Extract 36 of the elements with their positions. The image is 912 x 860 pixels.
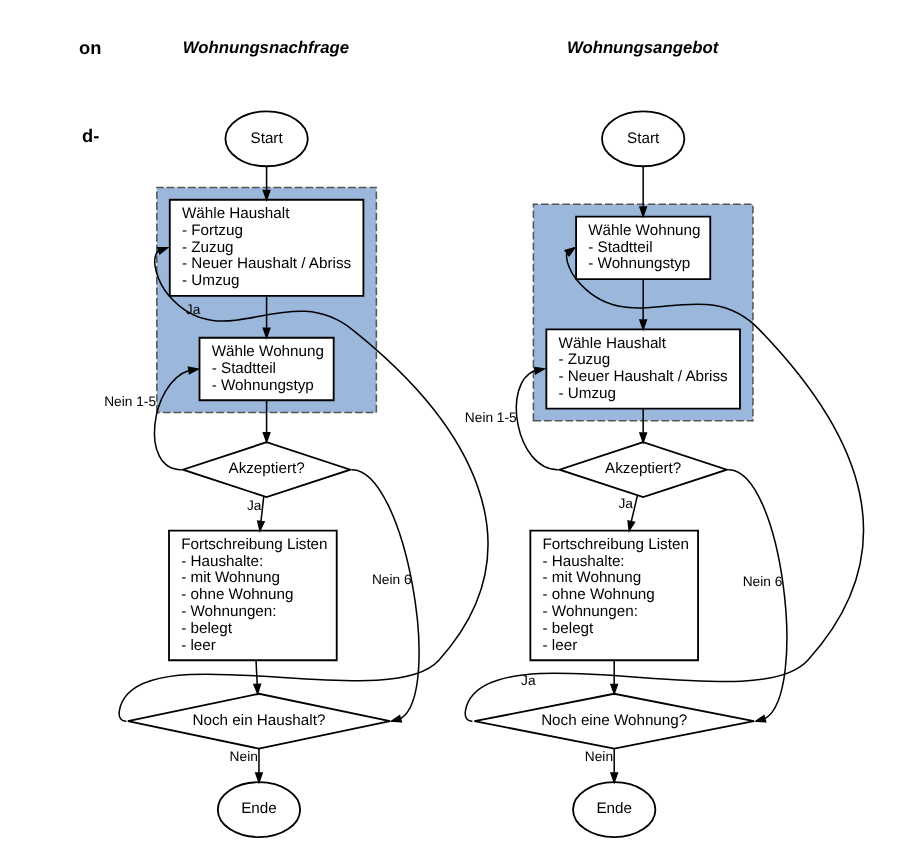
node-ellipse: Ende <box>215 781 301 838</box>
node-diamond: Noch ein Haushalt? <box>125 692 390 750</box>
node-ellipse: Ende <box>571 781 656 838</box>
arrow <box>608 748 618 785</box>
arrow <box>608 659 618 696</box>
arrow <box>463 246 864 722</box>
node-box: Fortschreibung Listen - Haushalte: - mit Wohnung - ohne Wohnung - Wohnungen: - belegt - leer <box>167 529 337 662</box>
node-box: Wähle Wohnung - Stadtteil - Wohnungstyp <box>197 336 334 402</box>
arrow <box>637 278 647 332</box>
arrow <box>261 399 270 445</box>
node-ellipse: Start <box>600 110 685 168</box>
node-box: Fortschreibung Listen - Haushalte: - mit Wohnung - ohne Wohnung - Wohnungen: - belegt - leer <box>528 529 698 662</box>
arrow <box>251 659 261 696</box>
arrow <box>626 494 638 533</box>
arrow <box>261 165 270 203</box>
arrow <box>152 366 200 471</box>
node-diamond: Noch eine Wohnung? <box>472 692 754 750</box>
arrow <box>253 748 263 785</box>
label: Wohnungsangebot <box>565 37 718 58</box>
arrow <box>350 468 419 723</box>
label: Wohnungsnachfrage <box>181 37 349 58</box>
arrow <box>726 468 787 723</box>
arrow <box>514 366 558 471</box>
node-box: Wähle Haushalt - Zuzug - Neuer Haushalt / Abriss - Umzug <box>544 328 740 410</box>
arrow <box>637 408 647 445</box>
arrow <box>117 246 488 722</box>
node-diamond: Akzeptiert? <box>178 441 353 499</box>
arrow <box>261 295 270 340</box>
label: on <box>78 37 101 58</box>
node-diamond: Akzeptiert? <box>555 441 729 499</box>
node-ellipse: Start <box>223 110 308 168</box>
node-box: Wähle Wohnung - Stadtteil - Wohnungstyp <box>574 215 711 280</box>
arrow <box>255 495 265 533</box>
label: d- <box>81 126 99 146</box>
node-box: Wähle Haushalt - Fortzug - Zuzug - Neuer Haushalt / Abriss - Umzug <box>167 198 364 297</box>
arrow <box>637 165 647 219</box>
